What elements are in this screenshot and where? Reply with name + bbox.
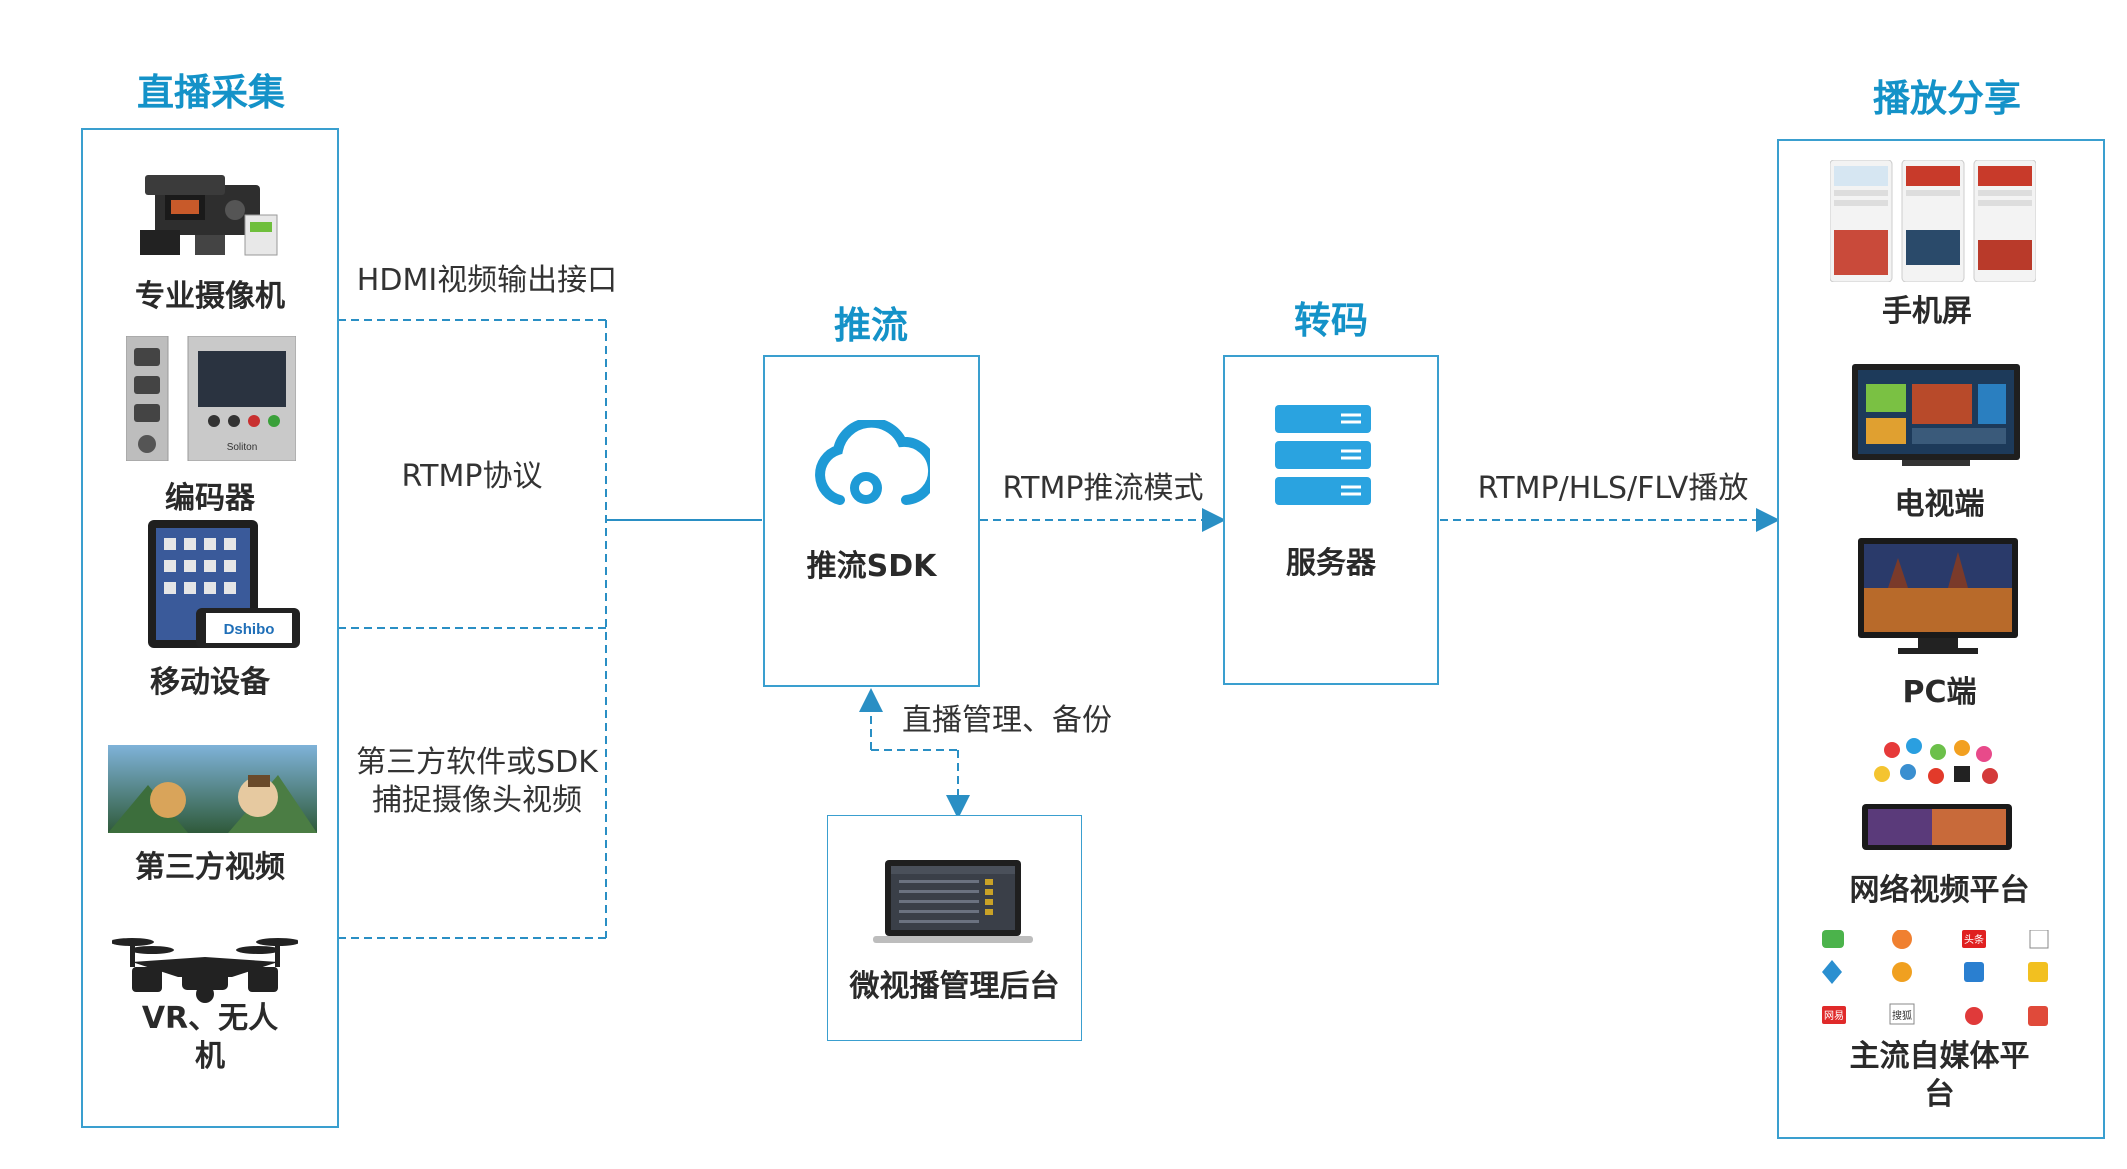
target-label-self-media-1: 主流自媒体平 xyxy=(1849,1039,2030,1074)
source-label-third-party-video: 第三方视频 xyxy=(135,850,285,885)
section-title-share: 播放分享 xyxy=(1873,77,2021,120)
icon-text-toutiao: 头条 xyxy=(1964,933,1984,946)
connector-label-third-party-2: 捕捉摄像头视频 xyxy=(372,783,582,818)
phone-screens-image xyxy=(1830,160,2036,282)
push-sdk-box xyxy=(763,355,980,687)
connector-label-rtmp-push: RTMP推流模式 xyxy=(1002,471,1204,506)
section-title-capture: 直播采集 xyxy=(137,71,285,114)
target-label-self-media-2: 台 xyxy=(1924,1077,1955,1112)
camera-image xyxy=(140,175,278,256)
source-label-encoder: 编码器 xyxy=(165,481,255,516)
source-label-camera: 专业摄像机 xyxy=(135,279,285,314)
source-label-mobile: 移动设备 xyxy=(150,665,270,700)
backend-label: 微视播管理后台 xyxy=(849,969,1060,1004)
icon-text-souhu: 搜狐 xyxy=(1892,1009,1912,1022)
connector-label-third-party-1: 第三方软件或SDK xyxy=(356,745,598,780)
connector-label-playback: RTMP/HLS/FLV播放 xyxy=(1477,471,1749,506)
connector-label-hdmi: HDMI视频输出接口 xyxy=(356,263,618,298)
mobile-brand-text: Dshibo xyxy=(224,621,275,638)
server-icon xyxy=(1275,405,1371,505)
network-video-image xyxy=(1862,738,2012,850)
laptop-icon xyxy=(873,860,1033,943)
pc-monitor-image xyxy=(1858,538,2018,654)
target-label-pc: PC端 xyxy=(1902,675,1977,710)
connector-label-manage-backup: 直播管理、备份 xyxy=(902,703,1112,738)
source-label-vr-drone-2: 机 xyxy=(195,1039,225,1074)
third-party-video-image xyxy=(108,745,317,833)
server-label: 服务器 xyxy=(1286,546,1376,581)
drone-image xyxy=(112,938,298,1003)
connector-label-rtmp-protocol: RTMP协议 xyxy=(401,459,543,494)
self-media-icons-image: 头条 网易 搜狐 xyxy=(1822,930,2049,1026)
tv-image xyxy=(1852,364,2020,466)
push-sdk-label: 推流SDK xyxy=(806,549,937,584)
target-label-network-video: 网络视频平台 xyxy=(1849,873,2030,908)
mobile-device-image: Dshibo xyxy=(148,520,300,648)
encoder-brand-text: Soliton xyxy=(227,442,258,453)
target-label-phone: 手机屏 xyxy=(1882,294,1972,329)
section-title-transcode: 转码 xyxy=(1294,299,1368,342)
target-label-tv: 电视端 xyxy=(1894,487,1985,522)
section-title-push: 推流 xyxy=(834,304,908,347)
cloud-icon xyxy=(815,420,930,505)
icon-text-wangyi: 网易 xyxy=(1824,1010,1844,1022)
source-label-vr-drone-1: VR、无人 xyxy=(141,1001,279,1036)
encoder-image: Soliton xyxy=(126,336,296,461)
